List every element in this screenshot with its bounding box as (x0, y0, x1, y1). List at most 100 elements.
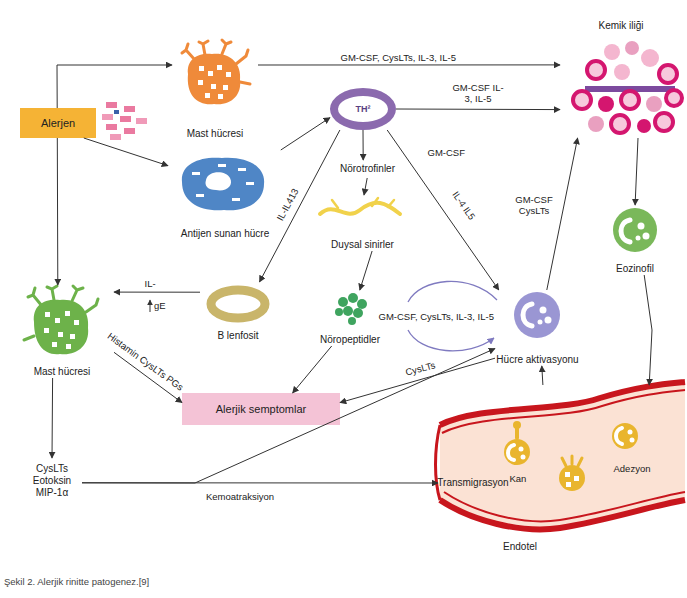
edge-label: CysLTs (404, 359, 436, 378)
antigen-presenting-cell-part (196, 194, 204, 197)
antigen-presenting-cell-part (182, 158, 264, 211)
antigen-presenting-cell-part (246, 182, 254, 185)
leukocyte-cells-part (521, 455, 526, 460)
eosinophil-cell-part (643, 233, 650, 240)
arrow-connector (57, 65, 172, 108)
edge-label: GM-CSF CysLTs (511, 194, 557, 216)
mast-cell-illustration-part (24, 286, 98, 340)
arrow-connector (644, 275, 652, 385)
cell-activation-node: Hücre aktivasyonu (495, 290, 580, 366)
allergen-particles-part (136, 118, 147, 124)
bone-marrow-illustration-part (598, 96, 614, 112)
leukocyte-cells-part (562, 456, 582, 466)
node-label: Alerjik semptomlar (216, 403, 306, 415)
arrow-connector (84, 138, 168, 166)
eosinophil-node: Eozinofil (605, 205, 665, 275)
mast-cell-illustration (24, 286, 98, 354)
arrow-connector (57, 138, 59, 285)
activated-cell-part (545, 317, 552, 324)
bone-marrow-illustration-part (637, 119, 651, 133)
leukocyte-cells-part (574, 476, 579, 481)
arrow-connector (114, 292, 200, 293)
mast-cell-illustration (182, 40, 250, 104)
activated-cell-part (538, 320, 543, 325)
node-label: Hücre aktivasyonu (496, 354, 578, 366)
arrow-connector (281, 118, 330, 150)
b-lymphocyte-ring (211, 290, 265, 318)
eosinophil-cell-part (621, 220, 630, 242)
mast-cell-illustration-part (58, 332, 63, 337)
bone-marrow-illustration-part (588, 116, 604, 132)
bone-marrow-illustration-part (587, 61, 605, 79)
bone-marrow-illustration-part (646, 96, 662, 112)
bone-marrow-illustration-part (573, 91, 591, 109)
node-label: Nörotrofinler (340, 163, 395, 175)
allergen-particles-part (124, 106, 135, 112)
bone-marrow-illustration-part (641, 49, 659, 67)
neuropeptide-cluster (335, 293, 367, 325)
antigen-presenting-cell-part (238, 168, 246, 171)
node-label: Mast hücresi (187, 128, 244, 140)
blood-vessel-part (440, 500, 685, 529)
free-label: GM-CSF, CysLTs, IL-3, IL-5 (379, 311, 494, 322)
node-label: Eozinofil (616, 263, 654, 275)
neuropeptide-cluster-part (343, 306, 353, 316)
arrow-connector (258, 64, 560, 65)
arrow-connector (293, 346, 332, 393)
mast-cell-illustration-part (218, 94, 223, 99)
arrow-connector (52, 378, 54, 458)
bone-marrow-node: Kemik iliği (560, 20, 682, 138)
ige-arrow-part (150, 300, 151, 312)
mast-cell-illustration-part (208, 71, 213, 76)
arrow-connector (542, 366, 543, 385)
blood-vessel-part (442, 390, 685, 433)
edge-label: GM-CSF, CysLTs, IL-3, IL-5 (341, 52, 456, 63)
eosinophil-cell-part (613, 208, 657, 252)
allergen-particles-part (114, 110, 119, 114)
transmigration-node: Transmigrasyon (438, 476, 508, 490)
neuropeptide-node: Nöropeptidler (310, 290, 390, 346)
leukocyte-cells-part (612, 423, 638, 449)
antigen-presenting-cell-part (232, 198, 240, 201)
mast-cell-illustration-part (74, 320, 79, 325)
activated-cell (514, 292, 560, 338)
ige-arrow (150, 300, 151, 312)
edge-label: Kemoatraksiyon (206, 491, 274, 502)
arrow-connector (364, 178, 367, 195)
bone-marrow-illustration-part (611, 115, 629, 133)
arrow-connector (396, 109, 560, 111)
edge-label: IL-IL413 (274, 186, 300, 222)
mast-cell-illustration-part (34, 300, 88, 355)
node-label: Antijen sunan hücre (181, 228, 269, 240)
leukocyte-cells-part (515, 428, 519, 438)
bone-marrow-illustration-part (625, 41, 639, 55)
neuropeptide-cluster-part (348, 317, 356, 325)
leukocyte-cells-part (559, 465, 585, 491)
blood-vessel-part (444, 492, 685, 521)
free-label: gE (154, 300, 166, 311)
antigen-presenting-cell (182, 158, 264, 211)
arrow-connector (82, 349, 495, 484)
eosinophil-cell-part (638, 223, 645, 230)
eosinophil-cell-part (636, 236, 641, 241)
node-label: TH² (356, 103, 371, 115)
eosinophil-cell (613, 208, 657, 252)
mast-cell-illustration-part (66, 344, 71, 349)
leukocyte-cells-part (513, 421, 521, 429)
allergen-particles-part (106, 102, 117, 108)
mast-cell-illustration-part (223, 85, 228, 90)
arrow-connector (360, 251, 372, 290)
autocrine-loop-part (408, 330, 494, 351)
arrow-connector (82, 482, 438, 483)
mast-cell-illustration-part (65, 311, 70, 316)
nerve-illustration-part (332, 198, 394, 208)
blood-vessel-part (440, 382, 685, 425)
node-label: Nöropeptidler (320, 334, 380, 346)
allergen-particles-part (120, 116, 131, 122)
node-label: Kemik iliği (598, 20, 643, 32)
leukocyte-cells-part (566, 482, 571, 487)
b-lymphocyte-ring-part (211, 290, 265, 318)
antigen-presenting-cell-part (218, 164, 226, 167)
leukocyte-cells-part (519, 447, 524, 452)
